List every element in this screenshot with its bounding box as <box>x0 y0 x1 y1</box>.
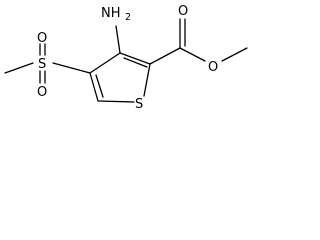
bond-c2-s1 <box>143 63 151 97</box>
amino-h-count: 2 <box>125 12 131 23</box>
bond-sulfonyl-s-methyl <box>4 62 34 74</box>
methyl-ester-group <box>149 18 248 65</box>
bond-c3-c2-inner <box>123 57 148 68</box>
sulfonyl-sulfur-label: S <box>38 57 46 72</box>
ring-sulfur-label: S <box>135 97 143 112</box>
methylsulfonyl-group <box>4 43 91 84</box>
bond-c4-c3 <box>89 52 121 74</box>
bond-ester-o-methyl <box>221 47 248 62</box>
sulfonyl-oxygen-top-label: O <box>37 31 47 46</box>
thiophene-ring <box>89 52 151 103</box>
bond-c2-carbonyl-c <box>149 47 181 65</box>
bond-carbonyl-c-ester-o <box>179 47 206 62</box>
bond-c4-sulfonyl-s <box>52 62 91 74</box>
bond-c5-c4 <box>89 72 99 102</box>
amino-label: NH 2 <box>101 6 131 23</box>
ester-oxygen-label: O <box>208 60 218 75</box>
bond-s1-c5 <box>97 100 135 103</box>
bond-c3-n <box>115 25 121 54</box>
sulfonyl-oxygen-bottom-label: O <box>37 85 47 100</box>
amino-n-label: NH <box>101 6 121 21</box>
chemical-structure-diagram: NH 2 O O S S O O <box>4 4 248 112</box>
bond-c5-c4-inner <box>95 74 104 98</box>
carbonyl-oxygen-label: O <box>178 4 188 19</box>
bond-c3-c2 <box>119 52 151 65</box>
